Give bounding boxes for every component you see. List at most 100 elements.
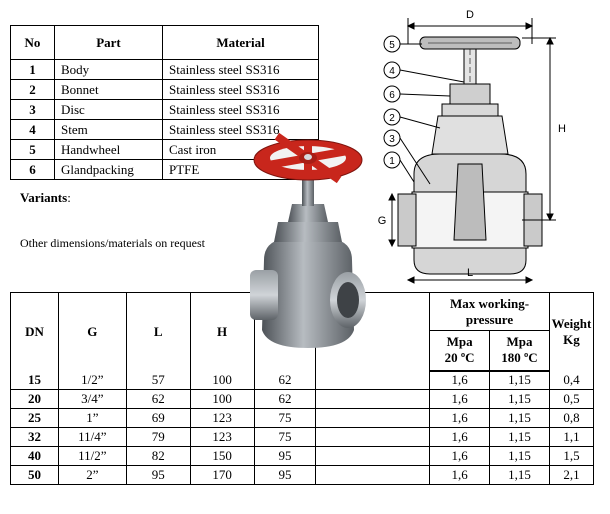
cell-weight: 1,1 [548, 427, 595, 447]
part-no: 6 [10, 159, 55, 180]
parts-row: 1 Body Stainless steel SS316 [10, 59, 319, 80]
cell-p20: 1,6 [429, 370, 491, 390]
header-weight: Weight Kg [548, 292, 595, 371]
drawing-label-d: D [466, 9, 474, 21]
cell-h: 100 [189, 389, 255, 409]
cell-l: 57 [125, 370, 191, 390]
cell-dn: 40 [10, 446, 59, 466]
part-no: 5 [10, 139, 55, 160]
cell-d: 75 [253, 427, 317, 447]
cell-dn: 32 [10, 427, 59, 447]
header-dn: DN [10, 292, 59, 371]
cell-h: 170 [189, 465, 255, 485]
dim-row: 15 1/2” 57 100 62 1,6 1,15 0,4 [10, 370, 595, 390]
cell-p20: 1,6 [429, 408, 491, 428]
cell-p180: 1,15 [489, 465, 550, 485]
cell-p180: 1,15 [489, 446, 550, 466]
valve-photo [250, 132, 366, 348]
cell-g: 2” [57, 465, 127, 485]
cell-weight: 0,5 [548, 389, 595, 409]
header-g: G [57, 292, 127, 371]
parts-row: 2 Bonnet Stainless steel SS316 [10, 79, 319, 100]
cell-d: 62 [253, 389, 317, 409]
part-name: Handwheel [54, 139, 163, 160]
cell-l: 95 [125, 465, 191, 485]
cell-h: 123 [189, 427, 255, 447]
cell-blank [315, 446, 431, 466]
variants-label: Variants: [20, 190, 71, 205]
callout-label: 5 [389, 40, 395, 51]
cell-p20: 1,6 [429, 446, 491, 466]
drawing-label-h: H [558, 123, 566, 135]
dim-row: 25 1” 69 123 75 1,6 1,15 0,8 [10, 408, 595, 428]
part-name: Body [54, 59, 163, 80]
header-mpa-20: Mpa 20 ºC [429, 330, 491, 372]
part-no: 3 [10, 99, 55, 120]
cell-p20: 1,6 [429, 465, 491, 485]
parts-row: 3 Disc Stainless steel SS316 [10, 99, 319, 120]
cell-d: 95 [253, 446, 317, 466]
cell-d: 95 [253, 465, 317, 485]
cell-d: 62 [253, 370, 317, 390]
cell-g: 11/2” [57, 446, 127, 466]
part-name: Glandpacking [54, 159, 163, 180]
valve-technical-drawing: D H G L 5 4 6 2 3 1 [378, 9, 566, 284]
drawing-label-g: G [378, 215, 387, 227]
header-pressure: Max working- pressure [429, 292, 550, 331]
dim-subheader-row: Mpa 20 ºC Mpa 180 ºC [11, 330, 594, 372]
cell-h: 100 [189, 370, 255, 390]
callout-label: 4 [389, 66, 395, 77]
parts-header-material: Material [162, 25, 319, 60]
cell-p20: 1,6 [429, 427, 491, 447]
parts-header-part: Part [54, 25, 163, 60]
cell-g: 11/4” [57, 427, 127, 447]
part-no: 4 [10, 119, 55, 140]
header-mpa-180: Mpa 180 ºC [489, 330, 550, 372]
parts-header-no: No [10, 25, 55, 60]
callout-label: 1 [389, 156, 395, 167]
cell-d: 75 [253, 408, 317, 428]
cell-l: 79 [125, 427, 191, 447]
cell-blank [315, 370, 431, 390]
part-no: 2 [10, 79, 55, 100]
cell-dn: 20 [10, 389, 59, 409]
dim-row: 20 3/4” 62 100 62 1,6 1,15 0,5 [10, 389, 595, 409]
cell-p180: 1,15 [489, 389, 550, 409]
cell-weight: 1,5 [548, 446, 595, 466]
header-l: L [125, 292, 191, 371]
part-name: Bonnet [54, 79, 163, 100]
cell-blank [315, 408, 431, 428]
parts-header-row: No Part Material [10, 25, 319, 60]
cell-l: 69 [125, 408, 191, 428]
drawing-label-l: L [467, 267, 473, 279]
dim-row: 40 11/2” 82 150 95 1,6 1,15 1,5 [10, 446, 595, 466]
cell-p180: 1,15 [489, 427, 550, 447]
cell-weight: 2,1 [548, 465, 595, 485]
dim-row: 32 11/4” 79 123 75 1,6 1,15 1,1 [10, 427, 595, 447]
cell-blank [315, 465, 431, 485]
cell-weight: 0,4 [548, 370, 595, 390]
cell-blank [315, 427, 431, 447]
part-material: Stainless steel SS316 [162, 99, 319, 120]
callout-label: 2 [389, 113, 395, 124]
cell-weight: 0,8 [548, 408, 595, 428]
cell-g: 3/4” [57, 389, 127, 409]
part-no: 1 [10, 59, 55, 80]
cell-p180: 1,15 [489, 370, 550, 390]
cell-p20: 1,6 [429, 389, 491, 409]
cell-h: 150 [189, 446, 255, 466]
cell-p180: 1,15 [489, 408, 550, 428]
callout-label: 3 [389, 134, 395, 145]
cell-l: 62 [125, 389, 191, 409]
cell-g: 1” [57, 408, 127, 428]
cell-dn: 15 [10, 370, 59, 390]
cell-l: 82 [125, 446, 191, 466]
cell-h: 123 [189, 408, 255, 428]
part-material: Stainless steel SS316 [162, 59, 319, 80]
header-h: H [189, 292, 255, 371]
cell-dn: 25 [10, 408, 59, 428]
cell-g: 1/2” [57, 370, 127, 390]
parts-table: No Part Material 1 Body Stainless steel … [10, 25, 319, 180]
callout-label: 6 [389, 90, 395, 101]
other-note: Other dimensions/materials on request [20, 236, 205, 250]
